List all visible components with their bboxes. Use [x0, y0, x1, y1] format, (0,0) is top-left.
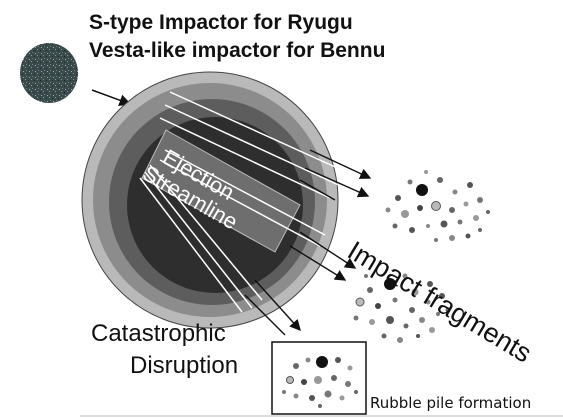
rubble-pile-label: Rubble pile formation: [370, 394, 532, 412]
fragment-cluster-middle: [353, 273, 451, 343]
impactor-arrow: [91, 89, 132, 107]
title-line-2: Vesta-like impactor for Bennu: [89, 39, 386, 62]
fragment-cluster-upper: [385, 170, 490, 242]
streamline-band: [141, 129, 301, 253]
title-line-1: S-type Impactor for Ryugu: [89, 11, 353, 34]
ejection-arrows-upper: [299, 149, 372, 201]
impactor-body: [20, 43, 78, 103]
ejection-lines-upper: [159, 91, 356, 199]
ejection-lines-middle: [159, 149, 326, 247]
ejection-arrows-lower: [244, 279, 301, 336]
rubble-pile-box: [271, 341, 367, 415]
catastrophic-label: Catastrophic: [91, 320, 226, 347]
ejection-lines-lower: [139, 164, 263, 313]
disruption-label: Disruption: [130, 352, 239, 379]
ejection-arrows-middle: [289, 231, 357, 281]
